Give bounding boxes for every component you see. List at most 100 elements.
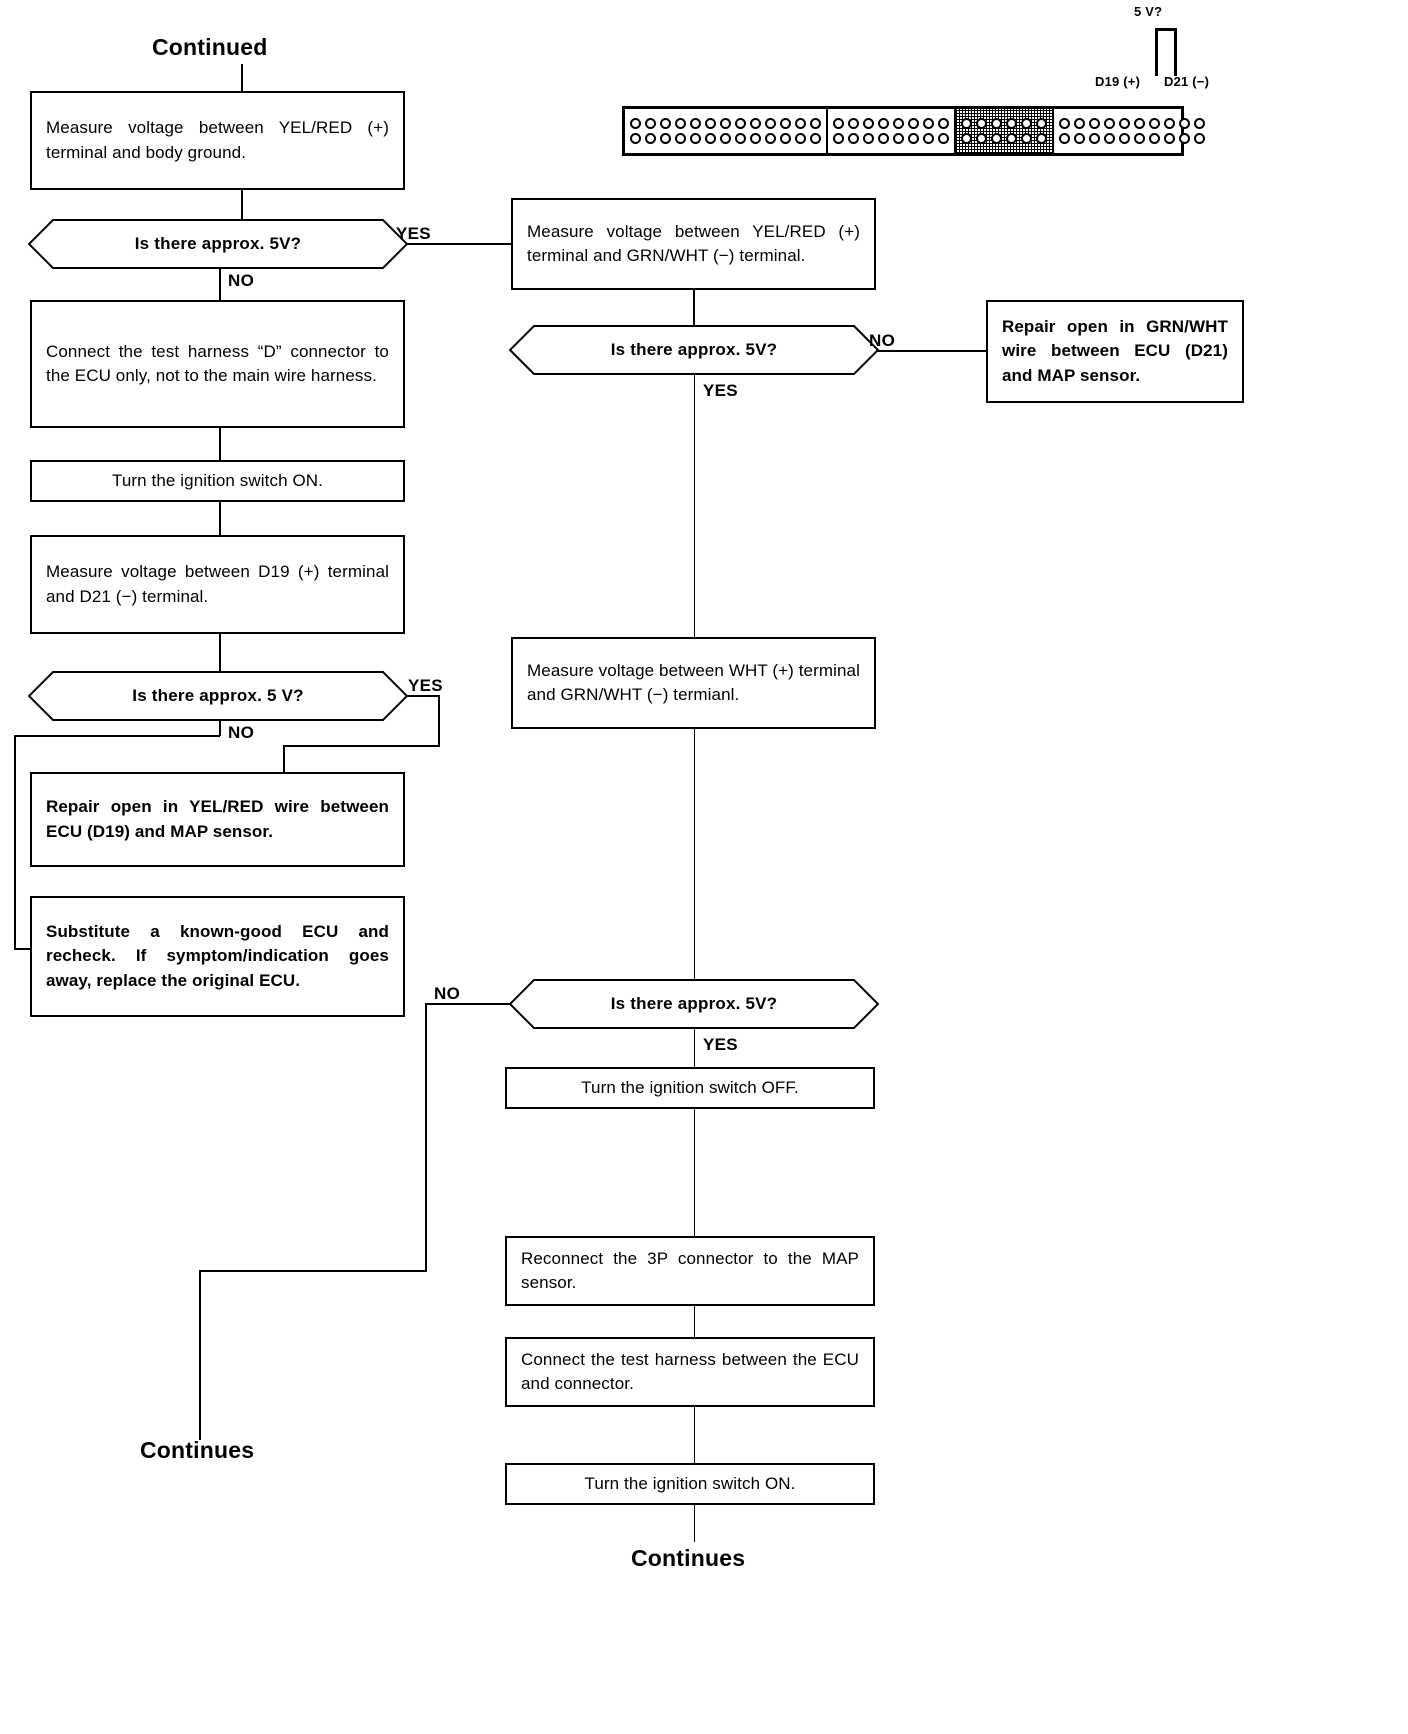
pin-d19-label: D19 (+): [1095, 74, 1141, 89]
step-text: Turn the ignition switch OFF.: [581, 1077, 799, 1097]
pin-icon: [735, 118, 746, 129]
pin-icon: [1059, 133, 1070, 144]
pin-icon: [1074, 133, 1085, 144]
pin-icon: [1149, 133, 1160, 144]
connector-line: [694, 1306, 695, 1337]
decision-text: Is there approx. 5 V?: [132, 686, 304, 705]
pin-icon: [1021, 118, 1032, 129]
pin-icon: [1006, 118, 1017, 129]
yes-label-4: YES: [703, 1035, 738, 1054]
connector-line: [406, 243, 511, 245]
pin-icon: [660, 133, 671, 144]
pin-icon: [810, 118, 821, 129]
pin-icon: [660, 118, 671, 129]
pin-icon: [690, 133, 701, 144]
pin-icon: [1134, 133, 1145, 144]
step-ignition-on-1-box: Turn the ignition switch ON.: [30, 460, 405, 502]
connector-line: [14, 735, 16, 949]
pin-icon: [863, 133, 874, 144]
connector-line: [14, 948, 32, 950]
connector-line: [694, 1029, 695, 1067]
step-text: Turn the ignition switch ON.: [112, 470, 323, 490]
step-text: Measure voltage between D19 (+) terminal…: [46, 562, 389, 606]
continues-left-heading: Continues: [140, 1437, 255, 1463]
continued-heading: Continued: [152, 34, 268, 60]
pin-icon: [878, 118, 889, 129]
pin-row: [630, 133, 821, 144]
pin-row: [961, 133, 1047, 144]
result-text: Repair open in GRN/WHT wire between ECU …: [1002, 317, 1228, 385]
decision-5v-4: Is there approx. 5V?: [509, 979, 879, 1029]
pin-icon: [675, 118, 686, 129]
pin-icon: [1074, 118, 1085, 129]
pin-icon: [938, 118, 949, 129]
pin-d21-label: D21 (−): [1164, 74, 1210, 89]
connector-line: [425, 1003, 511, 1005]
result-repair-yelred-box: Repair open in YEL/RED wire between ECU …: [30, 772, 405, 867]
pin-icon: [780, 133, 791, 144]
probe-bracket-icon: [1155, 28, 1177, 76]
pin-icon: [833, 133, 844, 144]
connector-segment-c-highlighted: [956, 109, 1054, 153]
decision-5v-3: Is there approx. 5V?: [509, 325, 879, 375]
no-label-2: NO: [228, 723, 255, 742]
step-text: Connect the test harness “D” connector t…: [46, 341, 389, 385]
pin-icon: [848, 118, 859, 129]
connector-line: [241, 190, 243, 219]
pin-icon: [1059, 118, 1070, 129]
pin-icon: [923, 118, 934, 129]
connector-segment-d: [1054, 109, 1210, 153]
connector-line: [219, 721, 221, 736]
step-text: Reconnect the 3P connector to the MAP se…: [521, 1248, 859, 1292]
pin-icon: [976, 133, 987, 144]
connector-line: [219, 502, 221, 535]
pin-icon: [645, 133, 656, 144]
pin-icon: [795, 118, 806, 129]
yes-label-1: YES: [396, 224, 431, 243]
connector-line: [438, 695, 440, 746]
step-ignition-off-box: Turn the ignition switch OFF.: [505, 1067, 875, 1109]
continues-bottom-heading: Continues: [631, 1545, 746, 1571]
step-text: Connect the test harness between the ECU…: [521, 1349, 859, 1393]
pin-icon: [878, 133, 889, 144]
pin-icon: [1179, 133, 1190, 144]
decision-5v-1: Is there approx. 5V?: [28, 219, 408, 269]
connector-line: [694, 1505, 695, 1542]
connector-line: [405, 695, 440, 697]
decision-text: Is there approx. 5V?: [610, 340, 778, 359]
pin-icon: [720, 133, 731, 144]
pin-icon: [1036, 118, 1047, 129]
pin-icon: [1194, 118, 1205, 129]
connector-line: [694, 375, 695, 637]
pin-icon: [675, 133, 686, 144]
step-connect-test-harness-d-box: Connect the test harness “D” connector t…: [30, 300, 405, 428]
step-connect-harness-between-box: Connect the test harness between the ECU…: [505, 1337, 875, 1407]
connector-line: [425, 1003, 427, 1272]
connector-line: [14, 735, 220, 737]
decision-text: Is there approx. 5V?: [610, 994, 778, 1013]
pin-icon: [961, 133, 972, 144]
pin-icon: [810, 133, 821, 144]
pin-icon: [908, 133, 919, 144]
connector-line: [694, 729, 695, 979]
decision-text: Is there approx. 5V?: [134, 234, 302, 253]
pin-icon: [795, 133, 806, 144]
yes-label-3: YES: [703, 381, 738, 400]
step-measure-yelred-grnwht-box: Measure voltage between YEL/RED (+) term…: [511, 198, 876, 290]
pin-icon: [893, 133, 904, 144]
pin-icon: [833, 118, 844, 129]
pin-icon: [780, 118, 791, 129]
connector-segment-b: [828, 109, 956, 153]
pin-icon: [1119, 118, 1130, 129]
step-text: Measure voltage between YEL/RED (+) term…: [46, 118, 389, 162]
pin-icon: [848, 133, 859, 144]
pin-row: [1059, 133, 1205, 144]
pin-icon: [1036, 133, 1047, 144]
pin-icon: [1149, 118, 1160, 129]
connector-line: [241, 64, 243, 91]
pin-icon: [991, 133, 1002, 144]
no-label-3: NO: [869, 331, 896, 350]
pin-icon: [720, 118, 731, 129]
pin-icon: [1164, 133, 1175, 144]
pin-row: [833, 133, 949, 144]
